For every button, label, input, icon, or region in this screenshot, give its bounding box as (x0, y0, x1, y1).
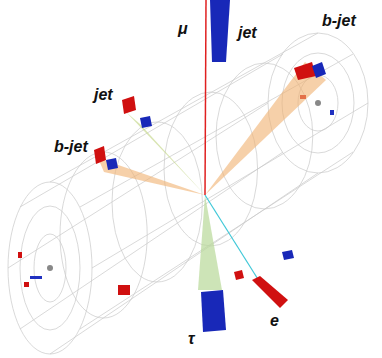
endcap-hits (18, 95, 334, 295)
particle-label: e (268, 312, 281, 330)
jet-cones (98, 62, 326, 290)
calorimeter-towers (94, 0, 326, 332)
particle-label: τ (186, 330, 197, 348)
particle-label: μ (176, 20, 190, 38)
particle-tracks (205, 0, 266, 292)
particle-label: jet (92, 86, 115, 104)
detector-mesh (8, 33, 368, 354)
particle-label: b-jet (52, 138, 90, 156)
particle-label: b-jet (320, 12, 358, 30)
particle-label: jet (236, 24, 259, 42)
